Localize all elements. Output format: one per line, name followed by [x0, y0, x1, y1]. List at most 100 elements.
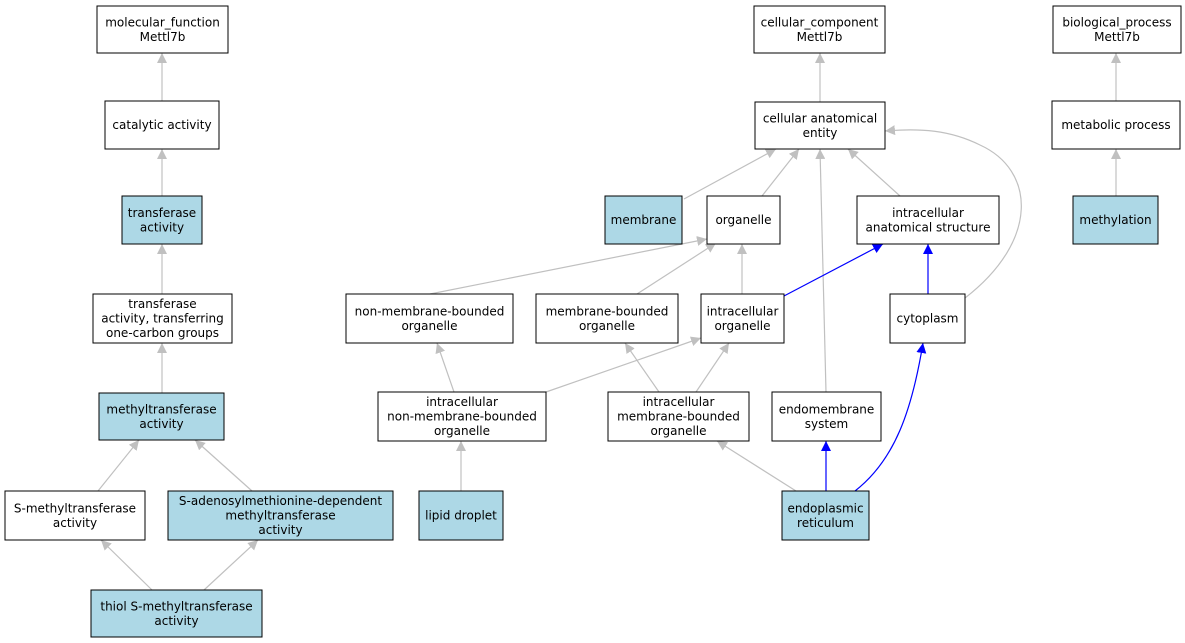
- node-box: [753, 5, 886, 54]
- node-label-line: catalytic activity: [112, 118, 211, 132]
- edge-line: [435, 342, 455, 393]
- edge-inmbo-to-nmbo: [435, 342, 455, 393]
- node-box: [1051, 100, 1181, 150]
- node-box: [418, 490, 504, 541]
- node-box: [607, 391, 750, 442]
- edge-line: [203, 539, 259, 591]
- edge-line: [847, 148, 901, 197]
- node-box: [96, 5, 229, 54]
- edge-organelle-to-cae: [761, 148, 800, 197]
- node-label-line: transferase: [128, 297, 196, 311]
- node-label-line: activity: [258, 523, 302, 537]
- edge-line: [100, 539, 153, 591]
- node-label-line: activity: [139, 417, 183, 431]
- node-label-line: non-membrane-bounded: [387, 410, 537, 424]
- node-label-line: organelle: [714, 319, 770, 333]
- node-label-line: organelle: [715, 213, 771, 227]
- edge-line: [695, 342, 730, 393]
- edge-line: [97, 439, 140, 492]
- edge-thiol-to-s_methyltransferase: [100, 539, 153, 591]
- node-box: [92, 293, 233, 344]
- node-label-line: intracellular: [707, 304, 779, 318]
- node-methylation[interactable]: methylation: [1072, 195, 1159, 245]
- edge-line: [761, 148, 800, 197]
- node-label-line: cellular_component: [761, 15, 879, 29]
- node-box: [781, 490, 870, 541]
- node-label-line: anatomical structure: [866, 220, 991, 234]
- node-label-line: intracellular: [892, 206, 964, 220]
- node-label-line: activity, transferring: [101, 312, 224, 326]
- node-box: [771, 391, 882, 442]
- node-label-line: methyltransferase: [225, 509, 335, 523]
- node-label-line: Mettl7b: [797, 30, 843, 44]
- edge-er-to-imbo: [716, 440, 797, 492]
- edge-line: [194, 439, 253, 492]
- edge-layer: [97, 53, 1121, 591]
- node-label-line: methylation: [1079, 213, 1151, 227]
- node-label-line: one-carbon groups: [106, 326, 219, 340]
- node-label-line: endomembrane: [779, 402, 875, 416]
- node-box: [889, 293, 966, 344]
- edge-line: [815, 148, 827, 393]
- node-lipid[interactable]: lipid droplet: [418, 490, 504, 541]
- edge-endomembrane-to-cae: [815, 148, 827, 393]
- node-label-line: organelle: [434, 424, 490, 438]
- node-label-line: activity: [140, 220, 184, 234]
- node-catalytic[interactable]: catalytic activity: [104, 100, 220, 150]
- node-label-line: entity: [803, 126, 838, 140]
- node-box: [604, 195, 683, 245]
- edge-io-to-ias: [783, 243, 884, 297]
- edge-s_methyltransferase-to-methyltransferase: [97, 439, 140, 492]
- edge-imbo-to-mbo: [624, 342, 660, 393]
- node-label-line: reticulum: [797, 516, 854, 530]
- node-label-line: S-adenosylmethionine-dependent: [179, 494, 382, 508]
- node-label-line: organelle: [401, 319, 457, 333]
- node-box: [4, 490, 146, 541]
- node-box: [700, 293, 785, 344]
- node-label-line: metabolic process: [1061, 118, 1170, 132]
- node-label-line: membrane-bounded: [546, 304, 669, 318]
- node-label-line: molecular_function: [105, 15, 220, 29]
- node-label-line: system: [805, 417, 848, 431]
- node-organelle[interactable]: organelle: [706, 195, 781, 245]
- node-membrane[interactable]: membrane: [604, 195, 683, 245]
- node-cytoplasm[interactable]: cytoplasm: [889, 293, 966, 344]
- node-inmbo[interactable]: intracellularnon-membrane-boundedorganel…: [377, 391, 547, 442]
- node-box: [90, 589, 263, 638]
- node-box: [1052, 5, 1182, 54]
- edge-line: [884, 125, 1022, 299]
- edge-er-to-cytoplasm: [854, 342, 927, 492]
- node-label-line: intracellular: [426, 395, 498, 409]
- edge-line: [624, 342, 660, 393]
- node-label-line: lipid droplet: [425, 509, 497, 523]
- node-label-line: intracellular: [643, 395, 715, 409]
- node-sam-dependent[interactable]: S-adenosylmethionine-dependentmethyltran…: [167, 490, 394, 541]
- node-box: [167, 490, 394, 541]
- node-box: [377, 391, 547, 442]
- node-metabolic[interactable]: metabolic process: [1051, 100, 1181, 150]
- node-label-line: membrane-bounded: [617, 410, 740, 424]
- edge-line: [545, 336, 702, 393]
- node-box: [535, 293, 679, 344]
- edge-cytoplasm-to-cae: [884, 125, 1022, 299]
- node-label-line: Mettl7b: [1094, 30, 1140, 44]
- node-box: [104, 100, 220, 150]
